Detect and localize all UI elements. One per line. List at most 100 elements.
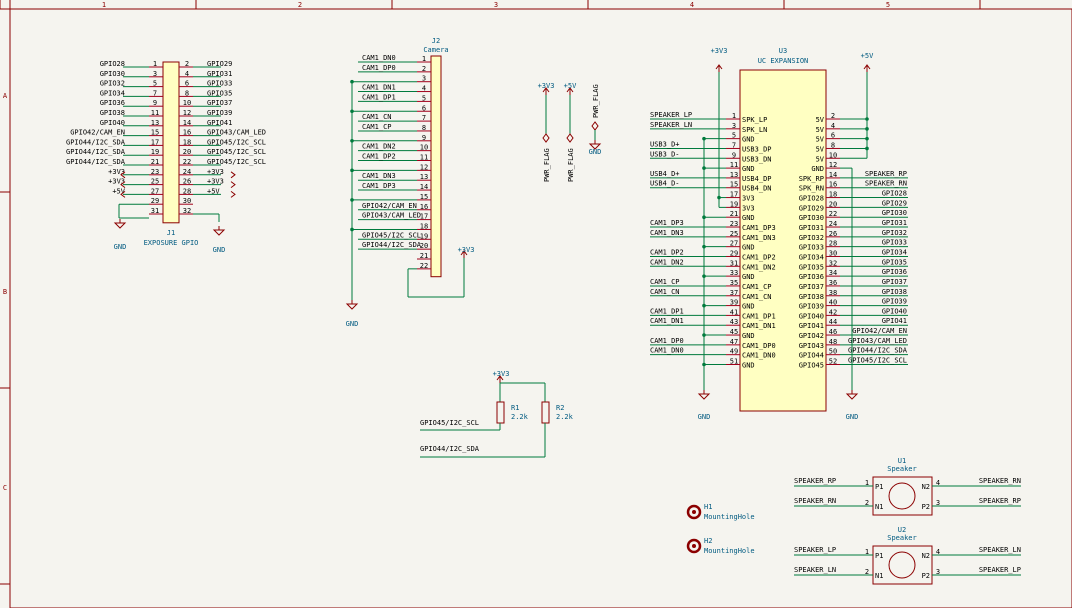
j2-net-label: CAM1_DN1 (362, 84, 396, 92)
u3-right-pin-number: 46 (829, 328, 837, 336)
u3-3v3-power-arrow (715, 64, 723, 70)
u3-left-pin-number: 43 (730, 318, 738, 326)
u3-right-net-label: GPIO32 (882, 229, 907, 237)
u3-junction (702, 215, 706, 219)
u3-left-pin-number: 39 (730, 299, 738, 307)
j1-right-pin-number: 18 (183, 138, 191, 146)
u3-right-pin-number: 36 (829, 279, 837, 287)
u3-left-net-label: CAM1_DN1 (650, 317, 684, 325)
u3-gnd-right-symbol (845, 393, 859, 400)
j1-right-pin-number: 22 (183, 158, 191, 166)
j2-3v3-label: +3V3 (458, 246, 475, 254)
u3-right-pin-name: 5V (816, 116, 825, 124)
j1-right-net-label: GPIO45/I2C_SCL (207, 148, 266, 156)
u3-right-pin-name: GPIO34 (799, 253, 824, 261)
u3-right-pin-name: SPK_RN (799, 185, 824, 193)
j2-junction (350, 168, 354, 173)
u3-right-pin-name: GPIO37 (799, 283, 824, 291)
column-label: 1 (102, 1, 106, 9)
u3-left-pin-number: 17 (730, 191, 738, 199)
u3-left-net-label: USB4_D+ (650, 170, 680, 178)
j2-pin-number: 17 (420, 213, 428, 221)
u3-left-pin-name: SPK_LP (742, 116, 767, 124)
j2-pin-number: 6 (422, 104, 426, 112)
u3-3v3-label: +3V3 (711, 47, 728, 55)
u3-right-pin-number: 2 (831, 112, 835, 120)
speaker-cone-icon (888, 551, 916, 579)
u3-body (739, 69, 827, 412)
j1-left-pin-number: 1 (153, 60, 157, 68)
j1-left-pin-number: 23 (151, 168, 159, 176)
j1-right-pin-number: 26 (183, 178, 191, 186)
speaker-pin-number: 3 (936, 499, 940, 507)
j2-pin-number: 3 (422, 75, 426, 83)
u3-right-pin-number: 10 (829, 151, 837, 159)
u3-right-pin-name: GPIO35 (799, 263, 824, 271)
j1-reference: J1 (167, 229, 175, 237)
j2-value: Camera (423, 46, 448, 54)
u3-right-net-label: SPEAKER_RN (865, 180, 907, 188)
u3-junction (702, 303, 706, 308)
speaker-net-label: SPEAKER_RN (794, 497, 836, 505)
u3-left-net-label: CAM1_DP1 (650, 307, 684, 315)
u3-left-pin-name: CAM1_DN0 (742, 352, 776, 360)
u3-right-pin-name: GPIO39 (799, 303, 824, 311)
u3-right-pin-number: 48 (829, 338, 837, 346)
u3-left-pin-name: GND (742, 332, 755, 340)
pwr-net-symbol-arrow (542, 87, 550, 93)
u3-left-pin-name: CAM1_DN2 (742, 263, 776, 271)
row-label: A (3, 92, 8, 100)
u3-left-net-label: CAM1_DP2 (650, 248, 684, 256)
u3-left-net-label: CAM1_DN0 (650, 347, 684, 355)
u3-right-pin-number: 8 (831, 141, 835, 149)
mounting-hole-reference: H2 (704, 537, 712, 545)
j2-pin-number: 10 (420, 144, 428, 152)
u3-right-pin-number: 24 (829, 220, 837, 228)
j2-net-label: CAM1_DN3 (362, 172, 396, 180)
u3-right-pin-number: 18 (829, 191, 837, 199)
j2-net-label: CAM1_DP0 (362, 64, 396, 72)
u3-right-net-label: GPIO37 (882, 278, 907, 286)
j1-right-net-label: GPIO41 (207, 119, 232, 127)
speaker-body (872, 476, 933, 516)
j2-net-label: CAM1_DN0 (362, 54, 396, 62)
u3-right-pin-name: 5V (816, 126, 825, 134)
u3-left-net-label: CAM1_CP (650, 278, 680, 286)
j1-left-pin-number: 15 (151, 129, 159, 137)
j2-junction (350, 227, 354, 232)
u3-left-pin-name: CAM1_CP (742, 283, 772, 291)
speaker-pin-number: 3 (936, 568, 940, 576)
u3-left-pin-number: 33 (730, 269, 738, 277)
pwr-flag-label: PWR_FLAG (592, 84, 600, 118)
j2-pin-number: 13 (420, 173, 428, 181)
j1-right-pin-number: 2 (185, 60, 189, 68)
j1-left-pin-number: 13 (151, 119, 159, 127)
u3-right-net-label: GPIO34 (882, 248, 907, 256)
speaker-body (872, 545, 933, 585)
pwr-net-label: +5V (564, 82, 577, 90)
u3-left-pin-name: USB4_DN (742, 185, 772, 193)
j1-right-net-label: GPIO31 (207, 70, 232, 78)
u3-right-pin-name: GPIO33 (799, 244, 824, 252)
j1-right-pin-number: 28 (183, 187, 191, 195)
pwr-net-symbol-arrow (566, 87, 574, 93)
u3-right-pin-number: 20 (829, 200, 837, 208)
column-label: 4 (690, 1, 694, 9)
u3-right-pin-name: GPIO31 (799, 224, 824, 232)
j2-pin-number: 8 (422, 124, 426, 132)
j1-right-power-arrow (230, 191, 236, 198)
u3-left-pin-number: 37 (730, 289, 738, 297)
u3-right-pin-number: 26 (829, 230, 837, 238)
speaker-net-label: SPEAKER_RP (794, 477, 836, 485)
j2-pin-number: 5 (422, 94, 426, 102)
speaker-net-label: SPEAKER_LP (794, 546, 836, 554)
u3-right-pin-name: GPIO45 (799, 362, 824, 370)
pullup-3v3-label: +3V3 (493, 370, 510, 378)
j2-pin-number: 7 (422, 114, 426, 122)
u3-left-pin-number: 1 (732, 112, 736, 120)
speaker-cone-icon (888, 482, 916, 510)
pwr-flag-symbol (566, 133, 574, 143)
j1-right-net-label: GPIO33 (207, 80, 232, 88)
u3-left-pin-name: CAM1_CN (742, 293, 772, 301)
